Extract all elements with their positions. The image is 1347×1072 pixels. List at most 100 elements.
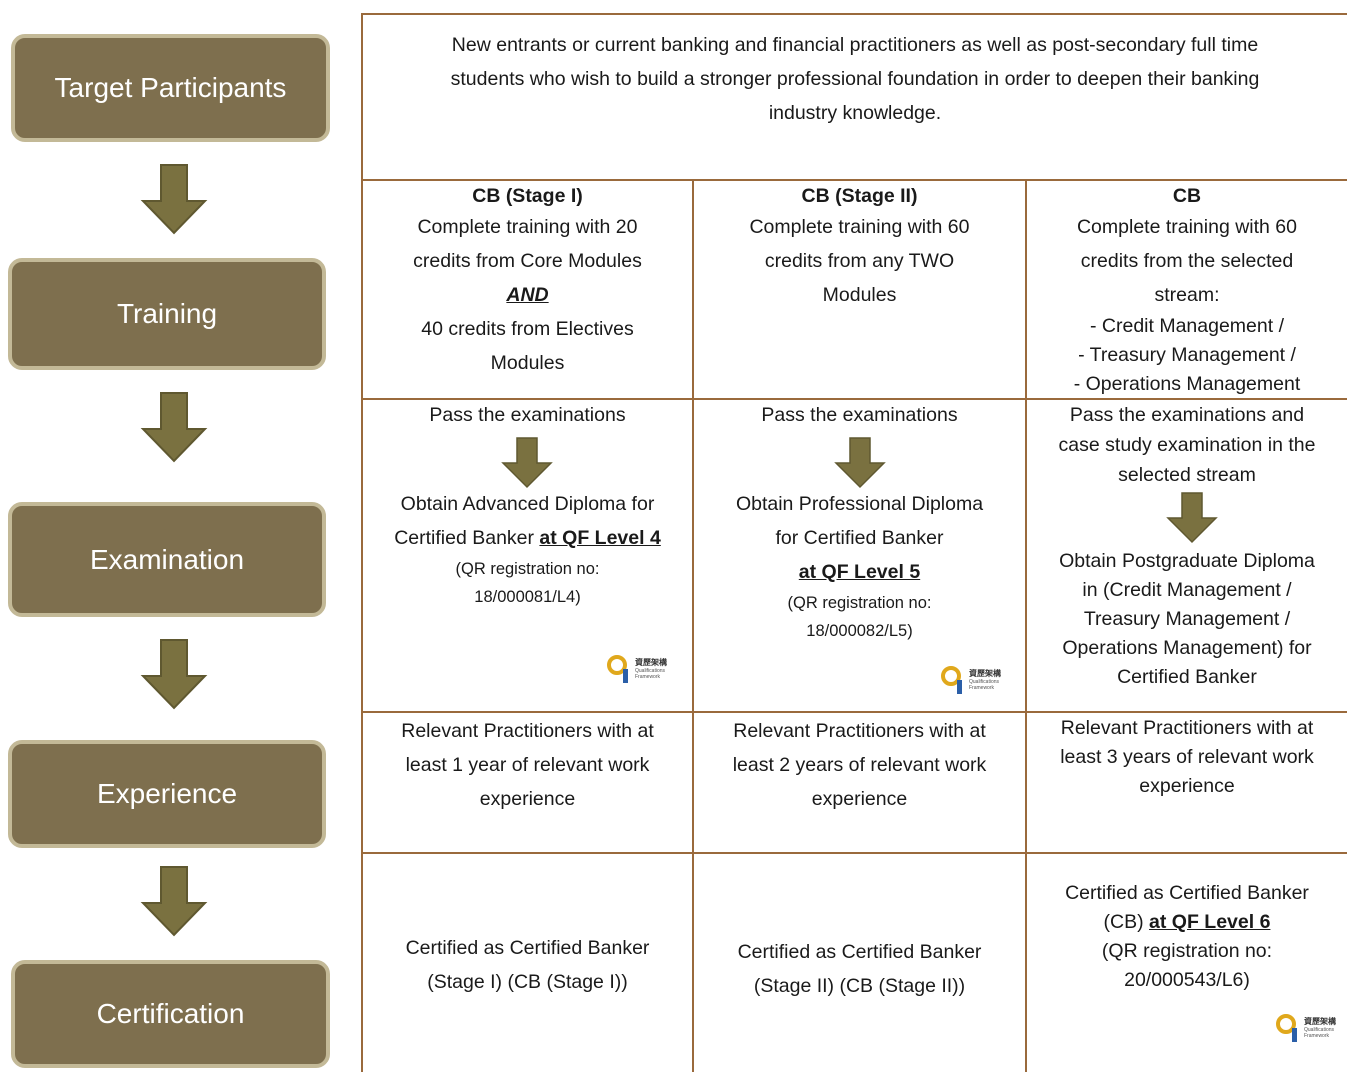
text-line: stream: [1154, 284, 1220, 306]
text-line: least 1 year of relevant work [405, 754, 650, 776]
qf-logo-cn: 資歷架構 [969, 669, 1001, 678]
text-line: for Certified Banker [775, 527, 944, 549]
text-line: 18/000082/L5) [806, 622, 913, 640]
down-arrow-icon [501, 437, 553, 489]
down-arrow-icon [1166, 492, 1218, 544]
exam-cell-stage-1: Pass the examinations [363, 400, 692, 430]
text-line: Certified Banker [1117, 666, 1257, 688]
stage-box-experience: Experience [8, 740, 326, 848]
down-arrow-icon [140, 866, 208, 937]
text-line: Operations Management) for [1062, 637, 1312, 659]
text-line: Obtain Postgraduate Diploma [1059, 550, 1315, 572]
training-cell-cb: CB Complete training with 60 credits fro… [1027, 182, 1347, 399]
text-line: - Operations Management [1073, 373, 1301, 395]
qf-level-text: at QF Level 5 [798, 561, 921, 583]
exam-cell-stage-2: Pass the examinations [694, 400, 1025, 430]
qf-level-text: at QF Level 4 [539, 527, 661, 549]
qf-logo-en: Framework [969, 685, 995, 691]
text-line: Pass the examinations and [1069, 404, 1305, 426]
text-line: selected stream [1118, 464, 1256, 486]
experience-cell-stage-1: Relevant Practitioners with at least 1 y… [363, 714, 692, 816]
target-participants-text: New entrants or current banking and fina… [363, 28, 1347, 130]
text-line: - Credit Management / [1089, 315, 1284, 337]
text-line: Certified as Certified Banker [1065, 882, 1309, 904]
stage-box-training: Training [8, 258, 326, 370]
text-line: Treasury Management / [1083, 608, 1291, 630]
stage-label: Certification [96, 998, 245, 1029]
text-line: 40 credits from Electives [421, 318, 634, 340]
text-line: Certified as Certified Banker [405, 937, 650, 959]
text-line: - Treasury Management / [1078, 344, 1296, 366]
text-line: least 2 years of relevant work [732, 754, 987, 776]
text-line: New entrants or current banking and fina… [451, 34, 1259, 56]
pass-text: Pass the examinations [429, 404, 626, 426]
certification-cell-stage-1: Certified as Certified Banker (Stage I) … [363, 931, 692, 999]
qf-logo-en: Framework [635, 674, 661, 680]
text-line: Relevant Practitioners with at [733, 720, 986, 742]
qf-logo-en: Framework [1304, 1033, 1330, 1039]
text-line: 18/000081/L4) [474, 588, 581, 606]
exam-cell-cb: Pass the examinations and case study exa… [1027, 400, 1347, 490]
pass-text: Pass the examinations [761, 404, 958, 426]
stage-box-examination: Examination [8, 502, 326, 617]
text-line: industry knowledge. [768, 102, 942, 124]
stage-label: Examination [89, 543, 245, 575]
text-line: students who wish to build a stronger pr… [450, 68, 1260, 90]
text-line: Relevant Practitioners with at [401, 720, 654, 742]
text-line: credits from the selected [1080, 250, 1294, 272]
text-line: Certified Banker [394, 527, 540, 549]
cell-title: CB (Stage II) [801, 185, 918, 207]
cell-title: CB [1172, 185, 1202, 207]
text-line: Relevant Practitioners with at [1060, 717, 1314, 739]
text-line: Obtain Professional Diploma [735, 493, 984, 515]
stage-label: Training [116, 298, 218, 329]
qf-logo-cn: 資歷架構 [1304, 1017, 1336, 1026]
experience-cell-cb: Relevant Practitioners with at least 3 y… [1027, 714, 1347, 801]
certification-cell-cb: Certified as Certified Banker (CB) at QF… [1027, 879, 1347, 995]
text-line: experience [479, 788, 576, 810]
grid-line-left [361, 13, 363, 1072]
text-line: Modules [490, 352, 565, 374]
certification-cell-stage-2: Certified as Certified Banker (Stage II)… [694, 935, 1025, 1003]
down-arrow-icon [140, 392, 208, 463]
stage-label: Experience [96, 778, 238, 809]
cell-title: CB (Stage I) [472, 185, 583, 207]
text-line: (QR registration no: [1101, 940, 1273, 962]
text-line: in (Credit Management / [1082, 579, 1292, 601]
grid-line [361, 711, 1347, 713]
text-line: Certified as Certified Banker [737, 941, 982, 963]
training-cell-stage-2: CB (Stage II) Complete training with 60 … [694, 182, 1025, 312]
text-line: Complete training with 60 [749, 216, 970, 238]
text-line: (QR registration no: [455, 560, 600, 578]
and-keyword: AND [506, 284, 549, 306]
training-cell-stage-1: CB (Stage I) Complete training with 20 c… [363, 182, 692, 380]
exam-result-stage-2: Obtain Professional Diploma for Certifie… [694, 487, 1025, 645]
exam-result-stage-1: Obtain Advanced Diploma for Certified Ba… [363, 487, 692, 611]
text-line: Complete training with 60 [1076, 216, 1298, 238]
stage-box-certification: Certification [11, 960, 330, 1068]
grid-line [361, 179, 1347, 181]
stage-box-target-participants: Target Participants [11, 34, 330, 142]
experience-cell-stage-2: Relevant Practitioners with at least 2 y… [694, 714, 1025, 816]
exam-result-cb: Obtain Postgraduate Diploma in (Credit M… [1027, 547, 1347, 692]
qf-level-text: at QF Level 6 [1149, 911, 1271, 933]
qf-logo-cn: 資歷架構 [635, 658, 667, 667]
grid-line [1025, 179, 1027, 1072]
down-arrow-icon [140, 164, 208, 235]
text-line: experience [811, 788, 908, 810]
qf-logo-en: Qualifications [635, 668, 666, 674]
grid-line [692, 179, 694, 1072]
stage-label: Target Participants [54, 72, 287, 103]
text-line: credits from Core Modules [413, 250, 642, 272]
grid-line [361, 852, 1347, 854]
down-arrow-icon [834, 437, 886, 489]
text-line: least 3 years of relevant work [1060, 746, 1314, 768]
text-line: (QR registration no: [787, 594, 932, 612]
text-line: experience [1139, 775, 1235, 797]
text-line: Complete training with 20 [417, 216, 638, 238]
text-line: (Stage II) (CB (Stage II)) [753, 975, 966, 997]
text-line: Obtain Advanced Diploma for [400, 493, 655, 515]
